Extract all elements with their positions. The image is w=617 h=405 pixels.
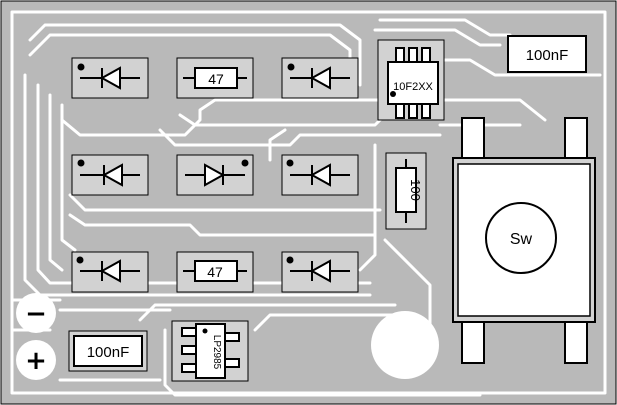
switch-label: Sw — [510, 231, 533, 248]
resistor-r1: 47 — [176, 57, 254, 99]
led-2 — [281, 57, 359, 99]
resistor-icon — [194, 260, 238, 282]
battery-plus-label: + — [25, 346, 47, 376]
led-icon — [290, 259, 350, 283]
battery-minus-label: − — [25, 299, 47, 329]
led-4 — [281, 154, 359, 196]
led-3 — [71, 154, 149, 196]
led-icon — [80, 163, 140, 187]
trace-lines — [10, 10, 607, 397]
resistor-r2: 47 — [176, 251, 254, 293]
capacitor-icon — [73, 335, 143, 367]
led-6 — [281, 251, 359, 293]
mounting-hole — [371, 311, 439, 379]
diode-icon — [185, 163, 245, 187]
ic-icon — [395, 47, 431, 119]
resistor-r3: 100 — [385, 152, 427, 230]
led-1 — [71, 57, 149, 99]
led-icon — [290, 163, 350, 187]
capacitor-top-label: 100nF — [526, 47, 569, 64]
regulator-label: LP2985 — [211, 335, 222, 370]
resistor-r1-label: 47 — [208, 71, 224, 87]
mcu-ic: 10F2XX — [377, 39, 445, 121]
pushbutton-switch: Sw — [452, 117, 596, 364]
resistor-icon — [395, 167, 417, 213]
capacitor-bottom-label: 100nF — [87, 344, 130, 361]
battery-terminals: − + — [16, 293, 56, 380]
resistor-r2-label: 47 — [207, 264, 223, 280]
diode-1 — [176, 154, 254, 196]
resistor-icon — [194, 67, 238, 89]
led-icon — [80, 259, 140, 283]
led-icon — [80, 66, 140, 90]
regulator-ic: LP2985 — [171, 320, 249, 382]
switch-icon — [485, 202, 557, 274]
resistor-r3-label: 100 — [408, 179, 423, 201]
mcu-label: 10F2XX — [393, 81, 433, 93]
led-5 — [71, 251, 149, 293]
capacitor-bottom: 100nF — [68, 330, 148, 372]
led-icon — [290, 66, 350, 90]
capacitor-top: 100nF — [507, 35, 587, 73]
